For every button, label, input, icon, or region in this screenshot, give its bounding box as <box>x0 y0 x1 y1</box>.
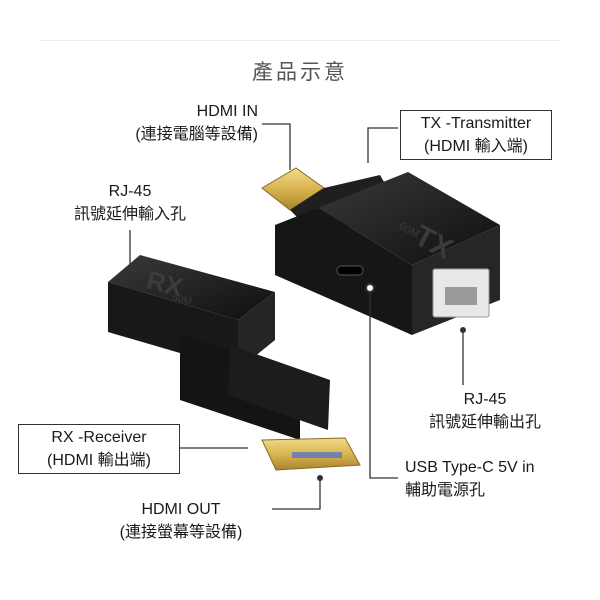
label-tx-desc: (HDMI 輸入端) <box>424 138 528 155</box>
rx-hdmi-contacts <box>292 452 342 458</box>
label-rx: RX -Receiver (HDMI 輸出端) <box>18 424 180 474</box>
rx-range-mark: 60M <box>171 292 193 307</box>
rj45-in-point <box>127 265 133 271</box>
label-rj45-out-title: RJ-45 <box>463 391 507 408</box>
hdmi-out-leader <box>272 478 321 510</box>
tx-body-top <box>318 172 500 265</box>
label-hdmi-in-desc: (連接電腦等設備) <box>135 126 258 143</box>
label-rj45-in-desc: 訊號延伸輸入孔 <box>73 206 186 223</box>
label-hdmi-out: HDMI OUT (連接螢幕等設備) <box>96 498 266 544</box>
hdmi-out-point <box>317 475 323 481</box>
usb-point <box>365 283 375 293</box>
hdmi-in-leader <box>262 123 291 170</box>
usb-leader <box>369 284 398 479</box>
leader-endpoints <box>127 265 466 481</box>
label-rx-title: RX -Receiver <box>51 429 147 446</box>
label-usb: USB Type-C 5V in 輔助電源孔 <box>405 456 585 502</box>
label-rj45-out: RJ-45 訊號延伸輸出孔 <box>415 388 555 434</box>
label-rj45-in: RJ-45 訊號延伸輸入孔 <box>60 180 200 226</box>
label-rj45-in-title: RJ-45 <box>108 183 152 200</box>
label-usb-title: USB Type-C 5V in <box>405 459 535 476</box>
tx-usb-port <box>336 265 364 276</box>
rx-unit: RX 60M <box>108 255 361 471</box>
label-hdmi-out-title: HDMI OUT <box>141 501 221 518</box>
label-hdmi-in-title: HDMI IN <box>196 103 258 120</box>
label-hdmi-in: HDMI IN (連接電腦等設備) <box>78 100 258 146</box>
label-usb-desc: 輔助電源孔 <box>405 482 486 499</box>
page-title: 產品示意 <box>252 61 348 84</box>
rj45-out-point <box>460 327 466 333</box>
rx-body-top <box>108 255 275 320</box>
leader-lines <box>129 123 464 510</box>
label-rx-desc: (HDMI 輸出端) <box>47 452 151 469</box>
rx-body-front <box>238 292 275 370</box>
rx-neck <box>228 345 330 430</box>
label-rj45-out-desc: 訊號延伸輸出孔 <box>428 414 541 431</box>
label-tx: TX -Transmitter (HDMI 輸入端) <box>400 110 552 160</box>
top-divider <box>40 40 560 41</box>
label-tx-title: TX -Transmitter <box>420 115 532 132</box>
tx-leader <box>367 127 398 163</box>
tx-unit: TX 60M <box>261 167 500 335</box>
label-hdmi-out-desc: (連接螢幕等設備) <box>119 524 243 541</box>
tx-rj45-socket <box>445 287 477 305</box>
